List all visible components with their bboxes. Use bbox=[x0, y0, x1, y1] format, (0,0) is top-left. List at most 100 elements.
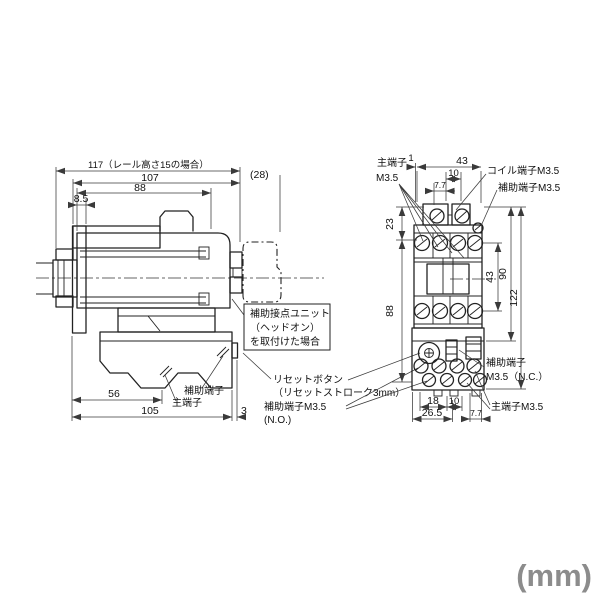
relay-adjust-block bbox=[465, 336, 482, 360]
coil-terminal-screws bbox=[429, 208, 470, 224]
dim-90: 90 bbox=[497, 268, 509, 280]
terminal-leader-lines bbox=[164, 355, 224, 402]
callout-aux-unit-line3: を取付けた場合 bbox=[250, 335, 320, 348]
upper-lug bbox=[55, 248, 74, 261]
label-aux-terminal-side: 補助端子 bbox=[184, 384, 224, 397]
dim-23: 23 bbox=[384, 218, 396, 230]
label-main-terminal-bottom: 主端子M3.5 bbox=[491, 400, 544, 413]
relay-foot bbox=[433, 389, 443, 397]
dim-56: 56 bbox=[108, 388, 120, 400]
label-main-terminal-2: M3.5 bbox=[376, 173, 399, 184]
relay-neck bbox=[117, 307, 216, 333]
main-terminal-bottom-leaders bbox=[466, 370, 491, 410]
relay-terminal-screws-row1 bbox=[413, 358, 482, 374]
label-aux-nc-2: M3.5（N.C.） bbox=[486, 371, 548, 383]
dim-7-7-bottom: 7.7 bbox=[470, 408, 482, 418]
upper-terminal-strip-side bbox=[80, 250, 206, 258]
label-aux-terminal-top: 補助端子M3.5 bbox=[498, 181, 561, 194]
dim-1: 1 bbox=[408, 153, 413, 164]
dim-3: 3 bbox=[241, 405, 247, 417]
relay-window-detail bbox=[446, 346, 457, 355]
aux-unit-leader bbox=[231, 298, 245, 316]
main-terminal-leader-fan bbox=[398, 183, 465, 259]
coil-terminal-leader bbox=[455, 173, 487, 211]
relay-foot bbox=[471, 389, 481, 397]
lower-main-terminal-screws bbox=[413, 302, 484, 320]
dim-117: 117（レール高さ15の場合） bbox=[88, 159, 209, 171]
front-view: 1 43 10 7.7 43 90 122 23 88 18 10 bbox=[376, 153, 561, 423]
side-view: 117（レール高さ15の場合） (28) 107 88 8.5 56 105 3… bbox=[36, 159, 428, 426]
dim-7-7-top: 7.7 bbox=[434, 180, 446, 190]
right-extension-lines bbox=[483, 206, 526, 390]
callout-aux-no-line2: (N.O.) bbox=[264, 415, 291, 426]
unit-label: (mm) bbox=[516, 558, 592, 593]
aux-terminal-screw-mark bbox=[216, 346, 230, 359]
top-extension-lines bbox=[415, 163, 482, 205]
overload-relay-side bbox=[99, 331, 233, 389]
din-rail-section bbox=[52, 259, 78, 298]
aux-terminal-top-leader bbox=[480, 189, 498, 227]
extension-lines bbox=[55, 167, 281, 421]
strip-end-block bbox=[198, 292, 210, 306]
aux-no-leader-lines bbox=[345, 367, 428, 410]
dim-88-side: 88 bbox=[134, 182, 146, 194]
dim-88-front: 88 bbox=[384, 305, 396, 317]
relay-foot bbox=[449, 389, 459, 397]
callout-reset-line1: リセットボタン bbox=[273, 374, 343, 386]
callout-aux-unit: 補助接点ユニット （ヘッドオン） を取付けた場合 bbox=[231, 298, 331, 351]
main-terminal-screw-mark bbox=[159, 365, 173, 378]
relay-neck-detail bbox=[118, 315, 215, 332]
nameplate-tab bbox=[442, 257, 454, 265]
din-rail-detail bbox=[36, 260, 65, 297]
dim-105: 105 bbox=[141, 405, 159, 417]
dim-8-5: 8.5 bbox=[74, 193, 89, 205]
aux-nc-leader bbox=[458, 349, 485, 368]
reset-button-front bbox=[417, 341, 441, 365]
side-view-labels: 補助端子 主端子 bbox=[164, 355, 224, 409]
front-view-dimensions: 1 43 10 7.7 43 90 122 23 88 18 10 bbox=[384, 153, 526, 423]
dim-10-bottom: 10 bbox=[449, 396, 460, 407]
strip-end-block bbox=[198, 246, 210, 260]
front-view-labels: 主端子 M3.5 コイル端子M3.5 補助端子M3.5 補助端子 M3.5（N.… bbox=[376, 156, 561, 413]
callout-aux-unit-line1: 補助接点ユニット bbox=[250, 307, 330, 320]
label-aux-nc-1: 補助端子 bbox=[486, 356, 526, 369]
label-coil-terminal: コイル端子M3.5 bbox=[487, 164, 560, 177]
rail-clip-web bbox=[232, 267, 243, 278]
callout-reset-button: リセットボタン （リセットストローク3mm） bbox=[242, 352, 421, 399]
dim-28: (28) bbox=[250, 169, 269, 181]
upper-main-terminal-screws bbox=[413, 234, 484, 252]
relay-adjust-detail bbox=[466, 343, 481, 352]
relay-terminal-screws-row2 bbox=[421, 372, 488, 388]
side-view-outline bbox=[36, 210, 324, 389]
lower-terminal-strip-side bbox=[80, 296, 206, 304]
callout-aux-no: 補助端子M3.5 (N.O.) bbox=[264, 367, 428, 426]
dim-107: 107 bbox=[141, 172, 159, 184]
callout-reset-line2: （リセットストローク3mm） bbox=[273, 387, 405, 399]
relay-window bbox=[445, 339, 458, 362]
coil-block-center-tab bbox=[447, 214, 453, 226]
left-flange bbox=[71, 225, 87, 334]
dim-10-top: 10 bbox=[448, 168, 459, 179]
dim-26-5: 26.5 bbox=[422, 407, 443, 419]
bottom-extension-lines bbox=[412, 392, 482, 422]
dim-122: 122 bbox=[508, 289, 520, 307]
rail-clip-lower bbox=[229, 276, 243, 294]
overload-relay-front bbox=[411, 327, 485, 391]
side-view-dimensions: 117（レール高さ15の場合） (28) 107 88 8.5 56 105 3 bbox=[55, 159, 281, 421]
callout-aux-no-line1: 補助端子M3.5 bbox=[264, 400, 327, 413]
rail-clip-upper bbox=[229, 251, 243, 269]
aux-contact-unit-phantom bbox=[242, 241, 282, 303]
reset-leader-lines bbox=[242, 352, 421, 381]
reset-button-side bbox=[231, 342, 239, 359]
dim-43-top: 43 bbox=[456, 155, 468, 167]
front-view-outline bbox=[411, 203, 496, 397]
dim-43-right: 43 bbox=[484, 271, 496, 283]
lower-lug bbox=[55, 295, 74, 308]
callout-aux-unit-line2: （ヘッドオン） bbox=[250, 322, 320, 334]
arc-chamber-block bbox=[159, 210, 194, 232]
aux-unit-callout-box bbox=[243, 303, 331, 351]
label-main-terminal-1: 主端子 bbox=[377, 156, 407, 169]
label-main-terminal-side: 主端子 bbox=[172, 396, 202, 409]
